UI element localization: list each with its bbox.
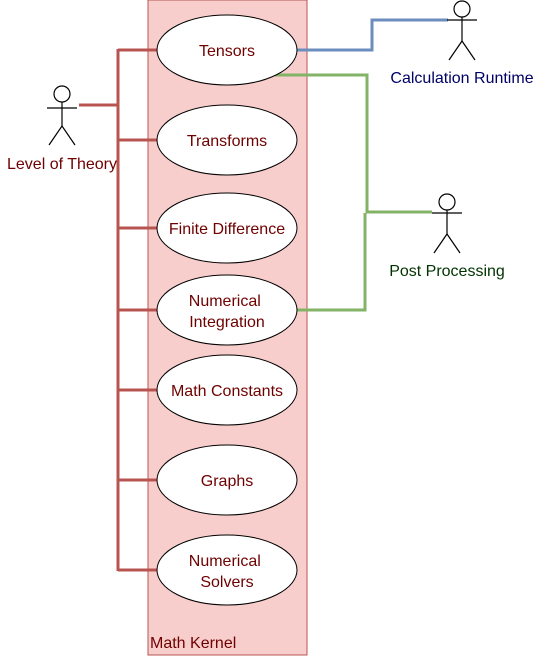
use-case-math-constants[interactable]: Math Constants — [156, 354, 298, 426]
use-case-ellipse — [156, 274, 298, 346]
use-case-transforms[interactable]: Transforms — [156, 104, 298, 176]
use-case-numerical-integration[interactable]: Numerical Integration — [156, 274, 298, 346]
actor-level-of-theory[interactable]: Level of Theory — [7, 85, 117, 173]
use-case-tensors[interactable]: Tensors — [156, 14, 298, 86]
use-case-ellipse — [156, 14, 298, 86]
use-case-ellipse — [156, 444, 298, 516]
runtime-connector — [297, 18, 448, 52]
use-case-label: Graphs — [201, 473, 253, 490]
actor-calculation-runtime[interactable]: Calculation Runtime — [390, 0, 534, 87]
use-case-label: Math Constants — [171, 383, 283, 400]
actor-label: Calculation Runtime — [390, 70, 533, 87]
use-case-graphs[interactable]: Graphs — [156, 444, 298, 516]
use-case-label: Numerical Solvers — [189, 553, 265, 591]
use-case-label: Tensors — [199, 43, 255, 60]
actor-post-processing[interactable]: Post Processing — [389, 193, 505, 280]
math-kernel-label: Math Kernel — [150, 635, 236, 652]
actor-label: Level of Theory — [7, 156, 117, 173]
use-case-ellipse — [156, 534, 298, 606]
post-processing-connector-integration — [297, 213, 367, 312]
use-case-label: Transforms — [187, 133, 267, 150]
use-case-ellipse — [156, 104, 298, 176]
use-case-numerical-solvers[interactable]: Numerical Solvers — [156, 534, 298, 606]
actor-label: Post Processing — [389, 263, 505, 280]
use-case-ellipse — [156, 354, 298, 426]
level-of-theory-connectors — [79, 48, 158, 572]
stick-figure-icon — [47, 85, 77, 146]
use-case-ellipse — [156, 192, 298, 264]
use-case-label: Numerical Integration — [189, 293, 265, 331]
stick-figure-icon — [447, 0, 477, 61]
use-case-label: Finite Difference — [169, 221, 285, 238]
stick-figure-icon — [432, 193, 462, 254]
use-case-finite-difference[interactable]: Finite Difference — [156, 192, 298, 264]
post-processing-connector-tensors — [275, 73, 432, 214]
